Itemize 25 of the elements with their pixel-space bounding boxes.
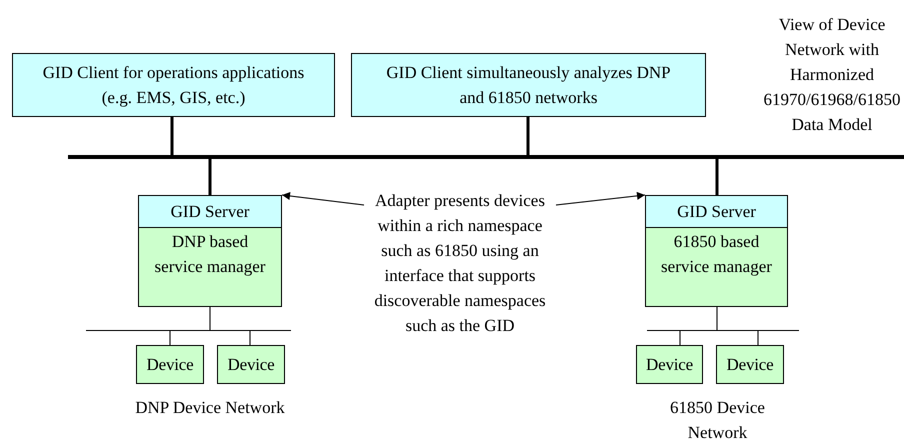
arrow (556, 192, 646, 206)
device-box: Device (217, 345, 285, 384)
header-band: GID Server (646, 196, 787, 228)
network-bus-line (86, 330, 291, 331)
network-bus-line (647, 330, 799, 331)
connector-line (208, 159, 212, 195)
device-box: Device (716, 345, 784, 384)
server-box (645, 195, 788, 307)
connector-line (716, 159, 718, 195)
client-box: GID Client simultaneously analyzes DNP and 61850 networks (351, 53, 706, 117)
connector-line (716, 306, 718, 330)
diagram-note: View of Device Network with Harmonized 61970/61968/61850 Data Model (762, 14, 902, 136)
arrow (282, 192, 364, 206)
server-label: 61850 based service manager (660, 231, 773, 278)
callout-text: Adapter presents devices within a rich namespace such as 61850 using an interface that supports discoverable namespaces such as the GID (364, 188, 556, 388)
network-caption: 61850 Device Network (669, 397, 766, 441)
connector-line (526, 117, 530, 155)
network-caption: DNP Device Network (134, 397, 286, 419)
connector-line (170, 117, 174, 155)
device-box: Device (136, 345, 204, 384)
device-box: Device (636, 345, 703, 384)
server-label: DNP based service manager (154, 231, 266, 278)
server-box (138, 195, 282, 307)
header-band: GID Server (139, 196, 281, 228)
client-box: GID Client for operations applications (e.g. EMS, GIS, etc.) (12, 53, 335, 117)
